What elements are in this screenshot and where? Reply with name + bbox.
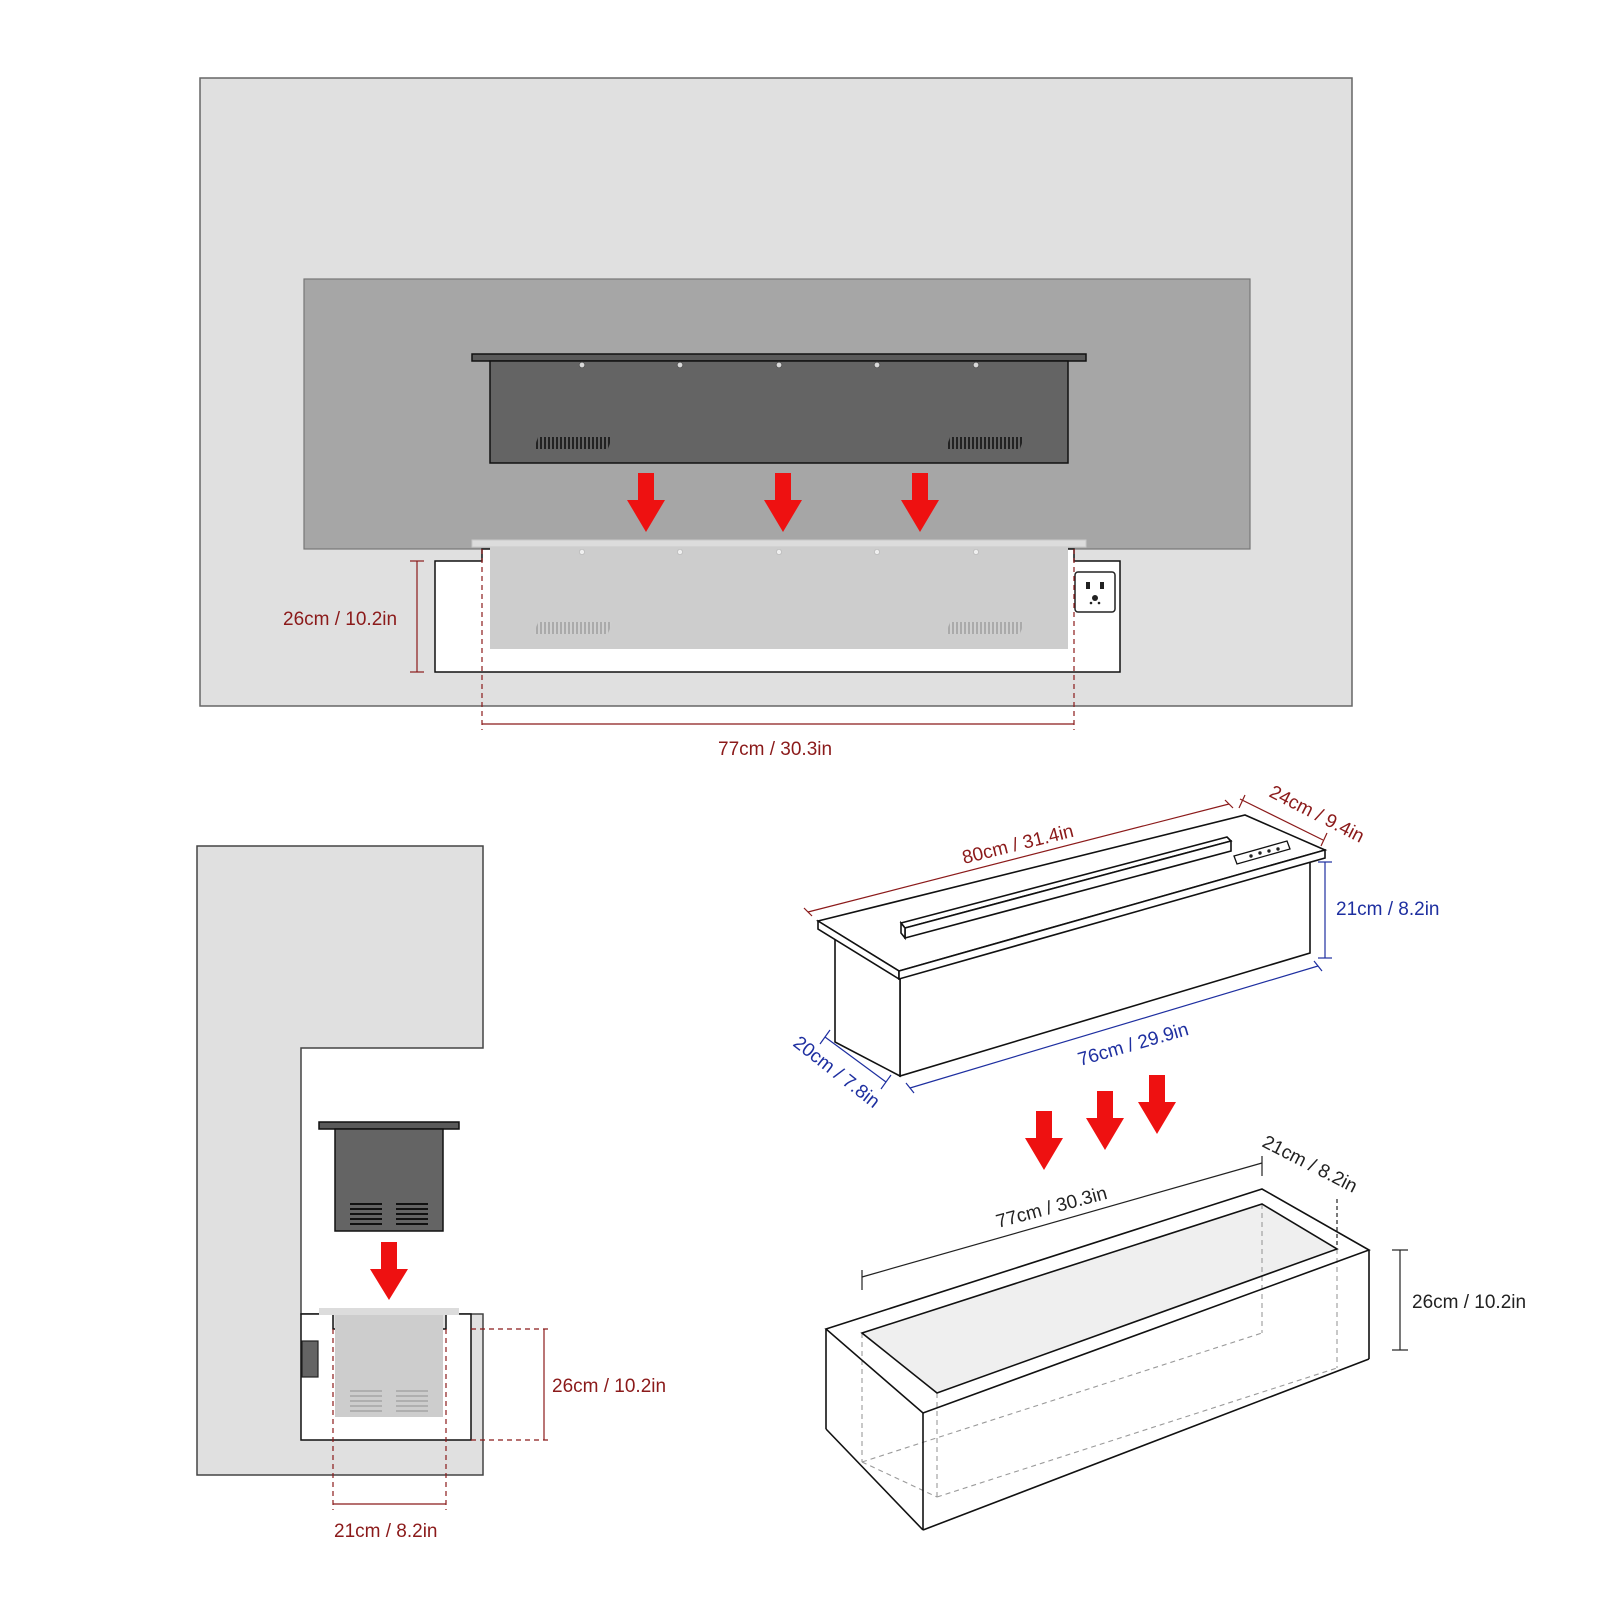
- unit-body-height-label: 21cm / 8.2in: [1336, 899, 1440, 920]
- side-view: 26cm / 10.2in 21cm / 8.2in: [196, 845, 666, 1542]
- cutout-length-label: 77cm / 30.3in: [994, 1183, 1110, 1233]
- recess-top-lip: [471, 539, 1087, 548]
- unit-body-length-label: 76cm / 29.9in: [1076, 1019, 1191, 1071]
- unit-top-edge-front: [898, 848, 1326, 981]
- arrow-down-icon: [1086, 1091, 1124, 1150]
- ghost-vent-right: [946, 622, 1024, 634]
- vent-left: [534, 437, 612, 449]
- unit-dimensions: [803, 794, 1332, 1094]
- ghost-vent-left: [534, 622, 612, 634]
- front-width-label: 77cm / 30.3in: [718, 739, 832, 760]
- arrow-down-icon: [901, 473, 939, 532]
- side-ghost-body: [335, 1315, 443, 1417]
- arrow-down-icon: [370, 1242, 408, 1300]
- arrow-down-icon: [627, 473, 665, 532]
- unit-screws: [578, 361, 980, 369]
- side-depth-label: 21cm / 8.2in: [334, 1521, 438, 1542]
- side-unit-body: [334, 1128, 444, 1232]
- cutout-hidden-edges: [861, 1204, 1338, 1498]
- height-dimension: [410, 560, 424, 673]
- cutout-isometric: [824, 1188, 1371, 1531]
- power-outlet-icon: [1074, 571, 1116, 613]
- control-buttons: [1249, 847, 1280, 858]
- fireplace-unit: [471, 353, 1087, 464]
- front-view: 26cm / 10.2in 77cm / 30.3in: [199, 77, 1353, 760]
- flame-bar-end: [900, 920, 906, 941]
- control-panel: [1233, 840, 1291, 865]
- cutout-inner-floor: [862, 1204, 1337, 1393]
- arrow-down-icon: [764, 473, 802, 532]
- arrow-down-icon: [1025, 1111, 1063, 1170]
- side-outlet-icon: [301, 1340, 319, 1378]
- side-depth-dimension: [332, 1329, 447, 1510]
- cutout-height-label: 26cm / 10.2in: [1412, 1292, 1526, 1313]
- side-height-label: 26cm / 10.2in: [552, 1376, 666, 1397]
- insert-arrows-iso: [1025, 1075, 1176, 1170]
- unit-isometric: [815, 814, 1328, 1078]
- side-unit: [318, 1121, 460, 1232]
- width-dimension: [481, 549, 1075, 730]
- cutout-inner-opening: [860, 1203, 1339, 1394]
- vent-right: [946, 437, 1024, 449]
- side-unit-plate: [318, 1121, 460, 1130]
- ghost-screws: [579, 549, 980, 556]
- insert-arrows-front: [627, 473, 939, 532]
- cutout-dimensions: [861, 1156, 1408, 1351]
- cutout-depth-label: 21cm / 8.2in: [1259, 1132, 1361, 1198]
- arrow-down-icon: [1138, 1075, 1176, 1134]
- side-height-dimension: [471, 1328, 548, 1441]
- unit-top-plate: [471, 353, 1087, 362]
- front-height-label: 26cm / 10.2in: [283, 609, 397, 630]
- side-ghost-plate: [319, 1308, 459, 1315]
